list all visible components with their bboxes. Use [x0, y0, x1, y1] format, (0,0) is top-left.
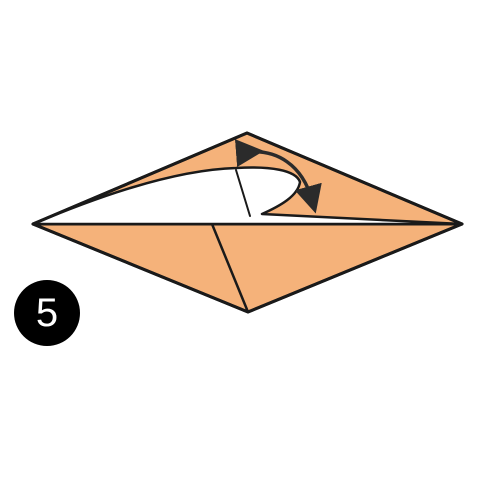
diamond-outline [31, 131, 464, 314]
curved-double-arrow-icon [234, 139, 322, 214]
step-number: 5 [35, 291, 59, 335]
lower-flap [31, 222, 464, 314]
lower-fold-line [210, 222, 250, 314]
step-number-badge: 5 [14, 280, 80, 346]
